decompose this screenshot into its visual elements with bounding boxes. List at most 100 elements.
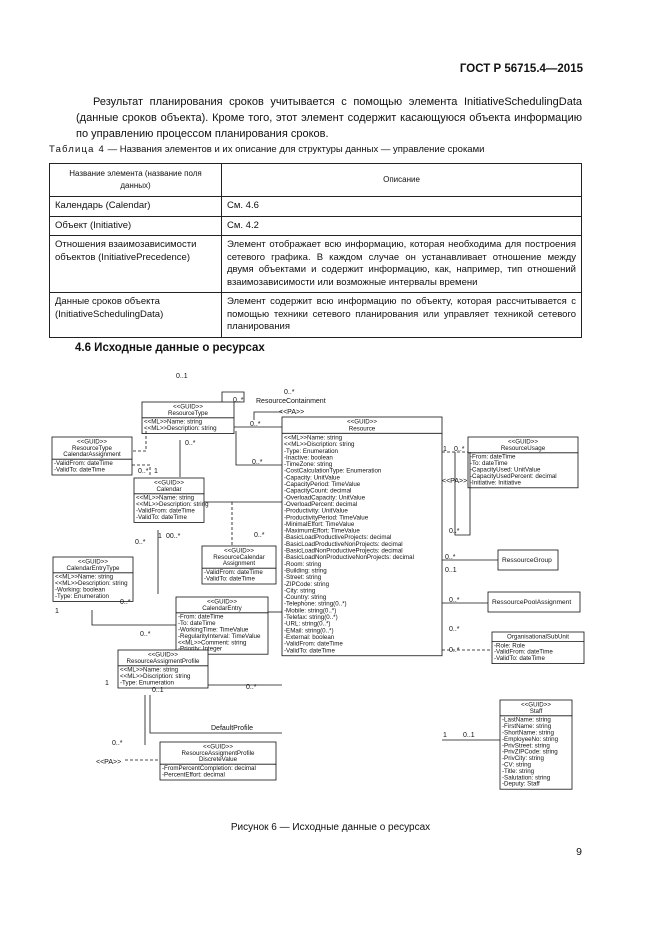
class-attribute: -City: string xyxy=(284,587,316,594)
class-attribute: <<ML>>Description: string xyxy=(144,425,217,432)
mult-label: 0..* xyxy=(112,740,123,747)
table-cell-description: Элемент отображает всю информацию, котор… xyxy=(221,235,582,293)
class-attribute: -External: boolean xyxy=(284,634,335,641)
class-attribute: -ValidFrom: dateTime xyxy=(284,641,343,648)
class-attribute: -FromPercentCompletion: decimal xyxy=(162,765,256,772)
page-number: 9 xyxy=(576,846,582,858)
org-sub-unit-class: OrganisationalSubUnit-Role: Role-ValidFr… xyxy=(491,631,585,665)
assoc-resource-resourcetype-2 xyxy=(235,431,282,466)
class-attribute: -EmployeeNo: string xyxy=(502,736,559,743)
class-attribute: -LastName: string xyxy=(502,717,551,724)
class-attribute: -Deputy: Staff xyxy=(502,781,540,788)
table-row: Отношения взаимозависимости объектов (In… xyxy=(49,235,582,293)
mult-label: 0..* xyxy=(449,626,460,633)
class-attribute: -Building: string xyxy=(284,567,327,574)
table-row: Данные сроков объекта (InitiativeSchedul… xyxy=(49,292,582,338)
class-header: ResourceUsage xyxy=(501,445,546,452)
class-attribute: -ValidTo: dateTime xyxy=(284,647,335,654)
class-attribute: -ValidFrom: dateTime xyxy=(204,569,263,576)
rap-discrete-class: <<GUID>>ResourceAssigmentProfileDiscrete… xyxy=(159,741,277,781)
mult-label: 0..1 xyxy=(176,373,188,380)
mult-label: 1 xyxy=(443,446,447,453)
class-attribute: -MaximumEffort: TimeValue xyxy=(284,528,360,535)
class-attribute: -OverloadCapacity: UnitValue xyxy=(284,494,366,501)
mult-label: 0..* xyxy=(246,684,257,691)
default-profile-label: DefaultProfile xyxy=(211,725,253,732)
class-header: CalendarAssignment xyxy=(63,451,121,458)
class-header: <<GUID>> xyxy=(77,438,107,445)
class-attribute: -Type: Enumeration xyxy=(55,593,110,600)
cal-entry-type-class: <<GUID>>CalendarEntryType<<ML>>Name: str… xyxy=(52,556,134,602)
class-attribute: -RegularityInterval: TimeValue xyxy=(178,633,261,640)
table-caption-text: — Названия элементов и их описание для с… xyxy=(104,144,485,155)
class-attribute: -Role: Role xyxy=(494,642,526,649)
mult-label: 1 xyxy=(105,680,109,687)
class-attribute: -CostCalculationType: Enumeration xyxy=(284,468,382,475)
mult-label: 0..* xyxy=(135,539,146,546)
class-attribute: -Mobile: string(0..*) xyxy=(284,607,336,614)
mult-label: 1 xyxy=(443,732,447,739)
calendar-class: <<GUID>>Calendar<<ML>>Name: string<<ML>>… xyxy=(133,477,209,523)
mult-label: 0..* xyxy=(284,389,295,396)
class-attribute: -ValidTo: dateTime xyxy=(494,655,545,662)
class-attribute: -ValidTo: dateTime xyxy=(54,467,105,474)
pa-label: <<PA>> xyxy=(279,409,304,416)
mult-label: 0..1 xyxy=(445,567,457,574)
class-attribute: -EMail: string(0..*) xyxy=(284,627,334,634)
mult-label: 0..* xyxy=(254,532,265,539)
assoc-default-profile xyxy=(149,695,282,734)
class-attribute: -Telefax: string(0..*) xyxy=(284,614,338,621)
class-attribute: -BasicLoadNonProductiveNonProjects: deci… xyxy=(284,554,414,561)
mult-label: 0..* xyxy=(449,647,460,654)
class-attribute: <<ML>>Comment: string xyxy=(178,639,247,646)
class-header: <<GUID>> xyxy=(224,547,254,554)
class-header: <<GUID>> xyxy=(347,419,377,426)
class-attribute: -PrivStreet: string xyxy=(502,742,550,749)
class-header: CalendarEntryType xyxy=(67,565,121,572)
class-attribute: -CapacityPeriod: TimeValue xyxy=(284,481,361,488)
class-header: <<GUID>> xyxy=(203,743,233,750)
assoc-resourcetype-self xyxy=(221,391,245,403)
class-header: <<GUID>> xyxy=(521,701,551,708)
cal-entry-class: <<GUID>>CalendarEntry-From: dateTime-To:… xyxy=(175,596,269,655)
mult-label: 0..* xyxy=(138,468,149,475)
class-attribute: -Title: string xyxy=(502,768,535,775)
mult-label: 0..* xyxy=(454,446,465,453)
class-attribute: -BasicLoadProductiveProjects: decimal xyxy=(284,534,391,541)
mult-label: 0..* xyxy=(185,440,196,447)
page-header: ГОСТ Р 56715.4—2015 xyxy=(459,63,583,75)
class-attribute: -Country: string xyxy=(284,594,327,601)
mult-label: 0..* xyxy=(250,421,261,428)
class-attribute: -ValidFrom: dateTime xyxy=(54,460,113,467)
class-attribute: -MinimalEffort: TimeValue xyxy=(284,521,355,528)
class-header: <<GUID>> xyxy=(148,651,178,658)
resource-group-class: RessourceGroup xyxy=(497,549,559,571)
assoc-resource-usage-loop xyxy=(454,452,471,536)
elements-table: Название элемента (название поля данных)… xyxy=(49,163,582,338)
intro-paragraph: Результат планирования сроков учитываетс… xyxy=(76,96,582,140)
mult-label: 0..* xyxy=(140,631,151,638)
class-attribute: -ValidFrom: dateTime xyxy=(136,508,195,515)
class-attribute: <<ML>>Name: string xyxy=(136,495,195,502)
figure-caption: Рисунок 6 — Исходные данные о ресурсах xyxy=(230,822,431,833)
class-attribute: -PercentEffort: decimal xyxy=(162,772,225,779)
class-header: ResourceAssigmentProfile xyxy=(182,750,255,757)
class-name: RessourceGroup xyxy=(502,557,552,564)
class-attribute: -Type: Enumeration xyxy=(120,680,175,687)
mult-label: 1 xyxy=(154,468,158,475)
class-attribute: <<ML>>Description: string xyxy=(136,501,209,508)
class-attribute: <<ML>>Name: string xyxy=(120,667,179,674)
class-header: Resource xyxy=(349,425,376,432)
mult-label: 0..* xyxy=(449,597,460,604)
class-header: DiscreteValue xyxy=(199,756,238,763)
class-attribute: <<ML>>Name: string xyxy=(55,574,114,581)
class-attribute: -Initiative: Initiative xyxy=(470,479,521,486)
class-header: OrganisationalSubUnit xyxy=(507,633,569,640)
class-header: ResourceAssigmentProfile xyxy=(127,658,200,665)
class-header: <<GUID>> xyxy=(173,403,203,410)
table-header-row: Название элемента (название поля данных)… xyxy=(49,163,582,197)
class-header: ResourceType xyxy=(72,445,112,452)
class-header: Staff xyxy=(530,708,543,715)
